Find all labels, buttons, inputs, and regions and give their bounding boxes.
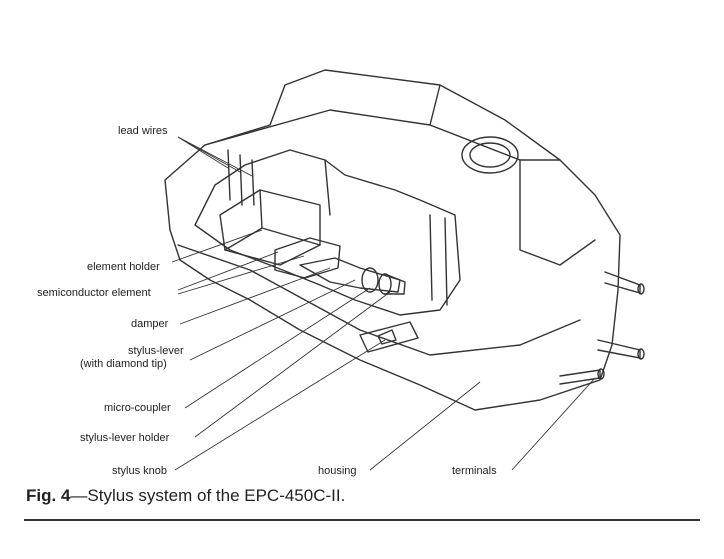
- leader-stylus-lever-holder: [194, 291, 391, 438]
- terminal-pin-2: [597, 339, 641, 359]
- label-stylus-lever-holder: stylus-lever holder: [80, 432, 170, 444]
- label-terminals: terminals: [452, 465, 497, 477]
- leader-damper: [179, 267, 331, 325]
- leader-element-holder: [171, 229, 263, 263]
- cartridge-diagram: lead wires element holder semiconductor …: [37, 69, 645, 477]
- cutaway-window: [194, 149, 461, 316]
- label-damper: damper: [131, 318, 169, 330]
- leader-lead-wires-3: [177, 136, 253, 177]
- divider-rule: [24, 519, 700, 521]
- leader-semiconductor-1: [177, 251, 279, 291]
- stylus-knob-shape: [359, 321, 419, 353]
- terminal-pin-1: [604, 271, 641, 294]
- mounting-boss: [461, 136, 519, 174]
- lead-wire-3: [251, 159, 255, 206]
- label-housing: housing: [318, 465, 357, 477]
- label-micro-coupler: micro-coupler: [104, 402, 171, 414]
- leader-stylus-knob: [174, 339, 386, 471]
- leader-semiconductor-2: [177, 255, 305, 295]
- terminal-pin-3: [559, 369, 601, 385]
- leader-stylus-lever: [189, 279, 356, 361]
- label-stylus-lever: stylus-lever: [128, 345, 184, 357]
- label-stylus-knob: stylus knob: [112, 465, 167, 477]
- leader-micro-coupler: [184, 287, 371, 409]
- label-lead-wires: lead wires: [118, 125, 168, 137]
- element-holder-block: [219, 189, 321, 266]
- figure-caption: Fig. 4—Stylus system of the EPC-450C-II.: [26, 486, 345, 506]
- stylus-lever: [299, 257, 401, 293]
- semiconductor-block: [274, 237, 341, 279]
- lead-wire-2: [239, 154, 243, 206]
- label-stylus-lever-tip: (with diamond tip): [80, 358, 167, 370]
- figure-caption-text: —Stylus system of the EPC-450C-II.: [70, 486, 346, 505]
- housing-outline: [164, 69, 621, 411]
- lead-wire-1: [227, 149, 231, 201]
- label-semiconductor-element: semiconductor element: [37, 287, 151, 299]
- leader-housing: [369, 381, 481, 471]
- leader-terminals: [511, 377, 596, 471]
- figure-number: Fig. 4: [26, 486, 71, 505]
- label-element-holder: element holder: [87, 261, 160, 273]
